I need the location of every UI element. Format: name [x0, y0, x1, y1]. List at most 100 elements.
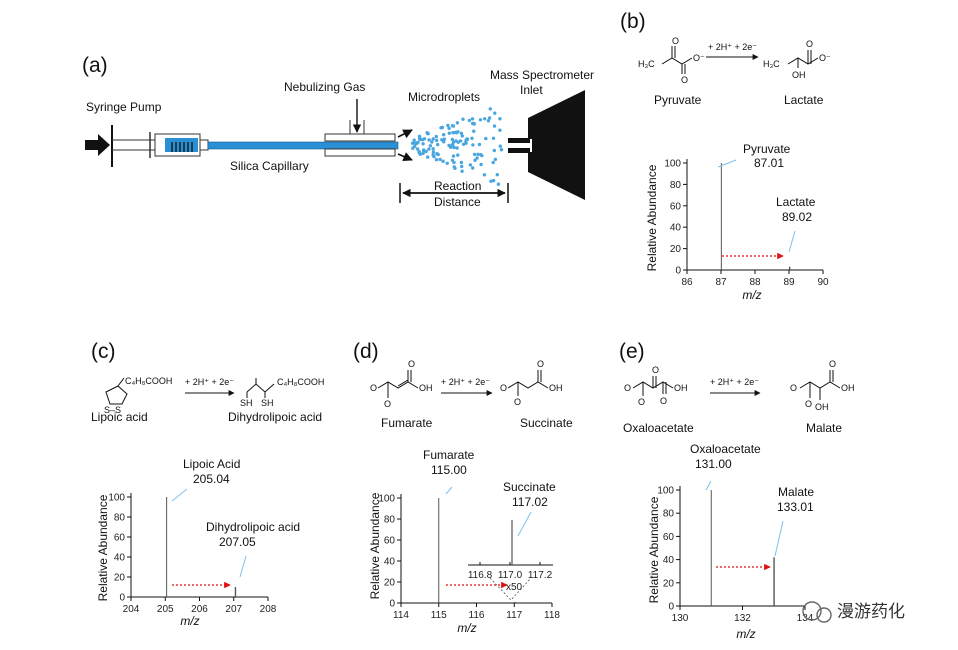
inset-magnification: x50: [506, 582, 523, 593]
ms-inlet-cone: [528, 90, 585, 200]
droplet: [464, 141, 468, 145]
svg-text:O: O: [681, 75, 688, 85]
panel-d-arrow-text: + 2H⁺ + 2e⁻: [441, 377, 490, 387]
droplet: [479, 162, 483, 167]
watermark-text: 漫游药化: [837, 602, 905, 621]
x-tick-label: 88: [749, 277, 761, 288]
x-tick-label: 208: [260, 604, 277, 615]
droplet: [435, 152, 439, 156]
svg-text:O: O: [537, 359, 544, 369]
droplet: [483, 117, 487, 121]
svg-text:O: O: [384, 399, 391, 409]
svg-text:O: O: [806, 39, 813, 49]
panel-e-label: (e): [619, 340, 645, 363]
droplet: [460, 134, 464, 138]
svg-text:O: O: [514, 397, 521, 407]
droplet: [426, 155, 430, 159]
dhla-sh2: SH: [261, 398, 274, 408]
y-tick-label: 60: [670, 201, 682, 212]
droplet: [491, 178, 496, 183]
y-tick-label: 0: [668, 602, 674, 613]
oxaloacetate-name: Oxaloacetate: [623, 421, 694, 435]
droplet: [456, 140, 460, 144]
x-tick-label: 86: [681, 277, 693, 288]
droplet: [471, 166, 475, 170]
droplet: [436, 142, 440, 147]
svg-text:O: O: [660, 396, 667, 406]
droplet: [442, 140, 446, 144]
droplet: [447, 143, 451, 148]
droplet: [492, 124, 497, 128]
peak-label: 115.00: [431, 463, 467, 477]
y-tick-label: 40: [670, 223, 682, 234]
y-tick-label: 60: [384, 536, 396, 547]
droplet: [413, 141, 417, 146]
silica-capillary-label: Silica Capillary: [230, 159, 309, 173]
panel-b-label: (b): [620, 10, 646, 33]
droplet: [450, 124, 455, 128]
pyruvate-h3c: H₃C: [638, 59, 655, 69]
svg-text:OH: OH: [549, 383, 563, 393]
y-tick-label: 40: [663, 555, 675, 566]
y-tick-label: 80: [114, 513, 126, 524]
x-tick-label: 130: [672, 613, 689, 624]
lactate-name: Lactate: [784, 93, 824, 107]
droplet: [467, 118, 472, 123]
peak-name: Fumarate: [423, 448, 475, 462]
droplet: [488, 107, 492, 111]
reaction-label: Reaction: [434, 179, 481, 193]
droplet: [496, 182, 501, 186]
droplet: [455, 146, 459, 150]
droplet: [451, 154, 456, 158]
x-tick-label: 118: [544, 610, 560, 621]
nebulizing-gas-label: Nebulizing Gas: [284, 80, 365, 94]
droplet: [491, 136, 496, 140]
droplet: [498, 128, 502, 132]
droplet: [434, 134, 438, 139]
droplet: [454, 131, 459, 135]
svg-text:O: O: [370, 383, 377, 393]
pump-arrow-icon: [85, 134, 110, 156]
droplet: [456, 153, 460, 157]
droplet: [465, 137, 469, 141]
x-tick-label: 90: [817, 277, 829, 288]
y-tick-label: 60: [663, 532, 675, 543]
panel-e-arrow-text: + 2H⁺ + 2e⁻: [710, 377, 759, 387]
panel-a-label: (a): [82, 54, 108, 77]
microdroplets-label: Microdroplets: [408, 90, 480, 104]
ms-inlet-label-1: Mass Spectrometer: [490, 68, 594, 82]
peak-name: Dihydrolipoic acid: [206, 520, 300, 534]
droplet: [495, 173, 499, 177]
y-tick-label: 0: [119, 593, 125, 604]
droplet: [438, 157, 442, 162]
droplet: [491, 160, 495, 165]
peak-leader-line: [445, 486, 453, 495]
droplet: [468, 163, 473, 167]
droplet: [472, 122, 476, 126]
droplet: [477, 142, 482, 147]
y-tick-label: 20: [384, 578, 396, 589]
x-tick-label: 207: [225, 604, 242, 615]
droplet: [446, 123, 450, 128]
peak-leader-line: [788, 230, 796, 253]
droplet: [440, 125, 445, 130]
x-axis-label: m/z: [180, 614, 199, 628]
droplet: [486, 119, 491, 123]
inset-tick-label: 117.0: [498, 570, 523, 581]
x-axis-label: m/z: [457, 621, 476, 635]
distance-label: Distance: [434, 195, 481, 209]
droplet: [498, 117, 502, 121]
droplet: [412, 138, 416, 142]
svg-text:O: O: [672, 36, 679, 46]
svg-text:O: O: [829, 359, 836, 369]
svg-text:OH: OH: [841, 383, 855, 393]
x-axis-label: m/z: [742, 288, 761, 302]
droplet: [472, 152, 477, 157]
x-tick-label: 87: [715, 277, 727, 288]
y-tick-label: 40: [114, 553, 126, 564]
x-axis-label: m/z: [736, 627, 755, 641]
droplet: [425, 131, 429, 135]
